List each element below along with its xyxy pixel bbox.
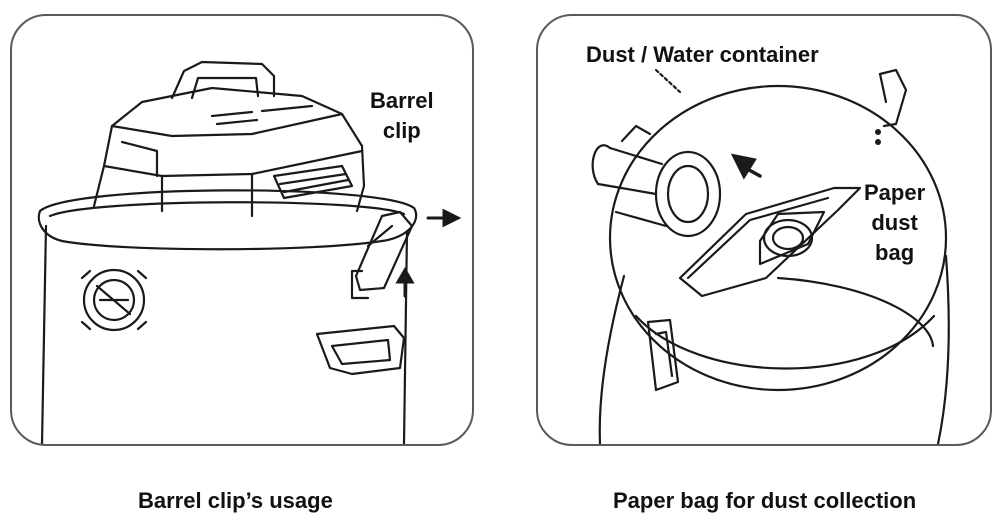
barrel-clip-caption: Barrel clip’s usage xyxy=(138,488,333,513)
paper-dust-bag-label-line3: bag xyxy=(875,240,915,265)
barrel-clip-label-line1: Barrel xyxy=(370,88,434,113)
paper-bag-caption: Paper bag for dust collection xyxy=(613,488,917,513)
barrel-interior-drawing xyxy=(591,68,950,444)
barrel-clip-label: Barrel clip xyxy=(370,86,434,146)
paper-dust-bag-label-line1: Paper xyxy=(864,180,926,205)
barrel-clip-illustration-panel: Barrel clip xyxy=(10,14,474,446)
paper-bag-illustration-panel: Dust / Water container Paper dust bag xyxy=(536,14,992,446)
barrel-clip-label-line2: clip xyxy=(382,118,421,143)
paper-dust-bag-label: Paper dust bag xyxy=(864,178,925,268)
dust-water-container-label: Dust / Water container xyxy=(586,42,819,67)
vacuum-head-drawing xyxy=(37,60,462,444)
paper-dust-bag-label-line2: dust xyxy=(871,210,918,235)
